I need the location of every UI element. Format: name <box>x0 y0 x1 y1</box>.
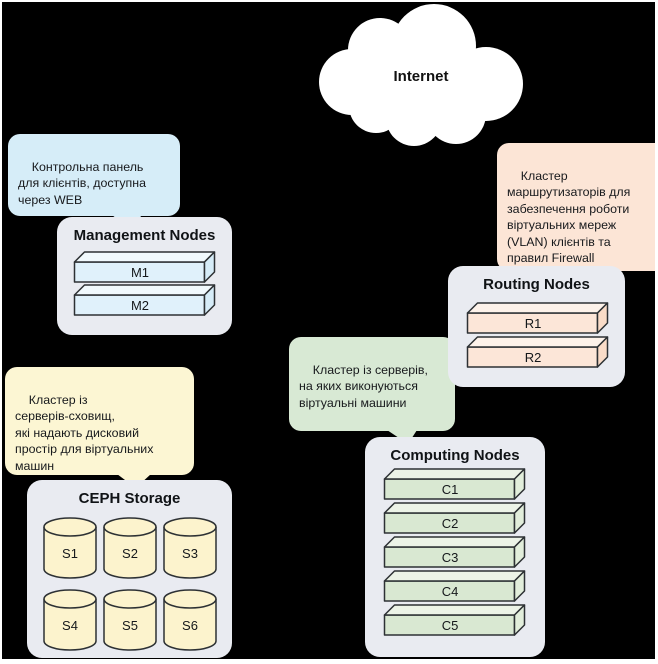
group-ceph-storage: CEPH Storage S1 S2 S3 S4 S5 S6 <box>27 480 232 658</box>
callout-routing-text: Кластер маршрутизаторів для забезпечення… <box>507 168 631 266</box>
page-edge <box>0 0 658 2</box>
node-bar-c3: C3 <box>383 536 527 568</box>
callout-routing: Кластер маршрутизаторів для забезпечення… <box>497 143 658 284</box>
node-bar-r2: R2 <box>466 336 610 368</box>
node-bar-c1: C1 <box>383 468 527 500</box>
cloud-icon <box>319 4 523 146</box>
callout-management-text: Контрольна панель для клієнтів, доступна… <box>18 159 146 207</box>
storage-cylinder-s4: S4 <box>43 589 97 651</box>
node-label: C5 <box>441 617 459 633</box>
node-label: S4 <box>62 617 78 633</box>
page-edge <box>0 659 658 664</box>
group-title: CEPH Storage <box>78 490 181 507</box>
callout-computing: Кластер із серверів, на яких виконуються… <box>289 337 455 444</box>
node-label: S6 <box>182 617 198 633</box>
node-bar-c5: C5 <box>383 604 527 636</box>
storage-cylinder-s5: S5 <box>103 589 157 651</box>
group-management-nodes: Management Nodes M1 M2 <box>57 217 232 335</box>
node-bar-r1: R1 <box>466 302 610 334</box>
node-label: S3 <box>182 545 198 561</box>
node-label: M1 <box>130 264 150 280</box>
group-computing-nodes: Computing Nodes C1 C2 C3 C4 C5 <box>365 437 545 657</box>
storage-cylinder-s6: S6 <box>163 589 217 651</box>
node-label: M2 <box>130 297 150 313</box>
node-label: C3 <box>441 549 459 565</box>
node-bar-m2: M2 <box>73 284 217 316</box>
node-bar-m1: M1 <box>73 251 217 283</box>
node-label: S5 <box>122 617 138 633</box>
storage-cylinder-s1: S1 <box>43 517 97 579</box>
node-label: S1 <box>62 545 78 561</box>
internet-cloud: Internet <box>318 2 524 148</box>
node-label: C1 <box>441 481 459 497</box>
page-edge <box>655 0 658 664</box>
cloud-label: Internet <box>393 68 449 85</box>
node-label: C2 <box>441 515 459 531</box>
callout-computing-text: Кластер із серверів, на яких виконуються… <box>299 362 428 410</box>
node-label: R2 <box>524 349 542 365</box>
group-title: Management Nodes <box>73 227 216 244</box>
node-label: C4 <box>441 583 459 599</box>
page-edge <box>0 0 2 664</box>
callout-management: Контрольна панель для клієнтів, доступна… <box>8 134 180 229</box>
group-title: Routing Nodes <box>483 276 590 293</box>
storage-cylinder-s2: S2 <box>103 517 157 579</box>
callout-storage-text: Кластер із серверів-сховищ, які надають … <box>15 392 154 473</box>
group-title: Computing Nodes <box>390 447 520 464</box>
node-bar-c4: C4 <box>383 570 527 602</box>
storage-cylinder-s3: S3 <box>163 517 217 579</box>
node-label: R1 <box>524 315 542 331</box>
group-routing-nodes: Routing Nodes R1 R2 <box>448 266 625 387</box>
callout-storage: Кластер із серверів-сховищ, які надають … <box>5 367 194 488</box>
node-bar-c2: C2 <box>383 502 527 534</box>
node-label: S2 <box>122 545 138 561</box>
